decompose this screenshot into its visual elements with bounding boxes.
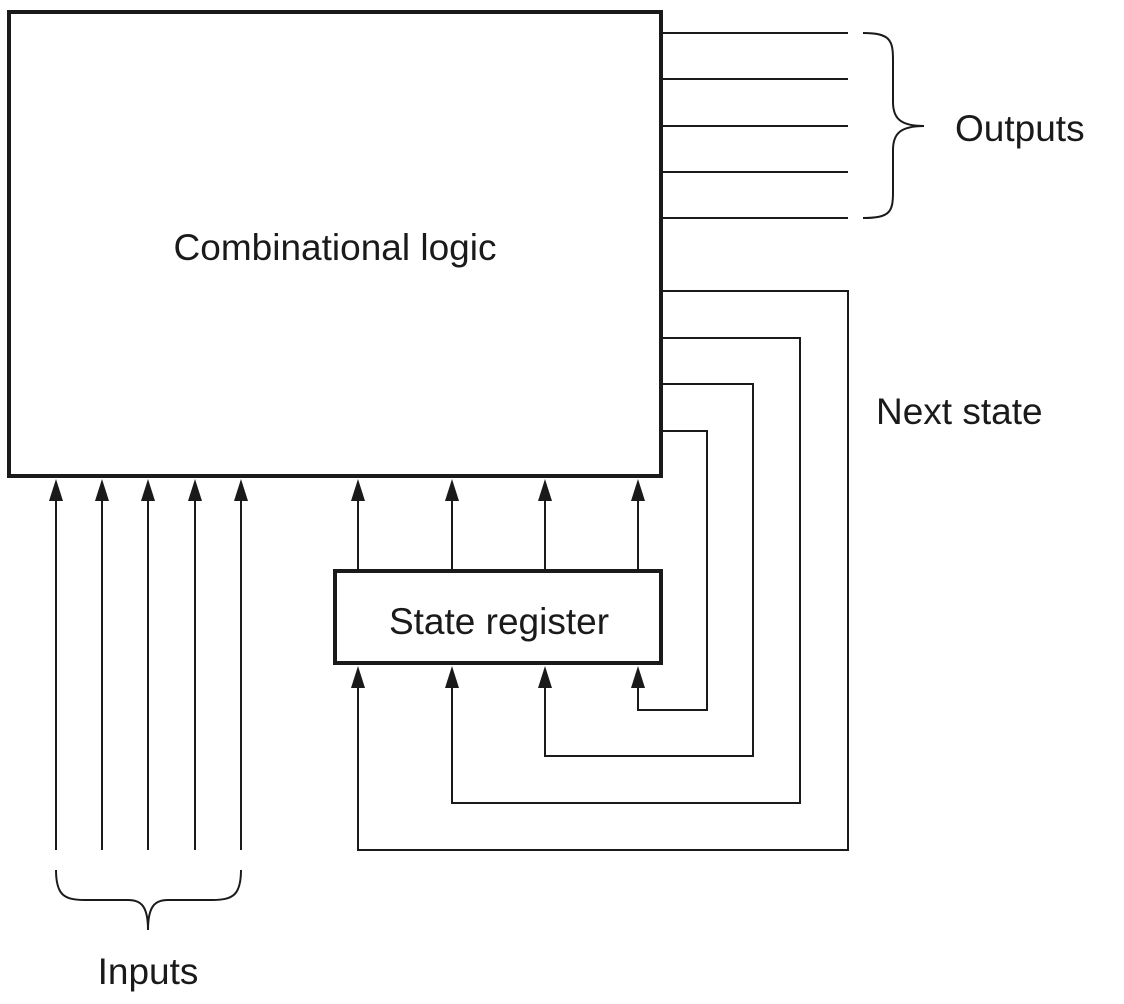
arrow-head [188,479,202,501]
outputs-label: Outputs [955,108,1085,149]
arrow-head [95,479,109,501]
outputs-brace [862,32,925,219]
arrow-head [445,479,459,501]
arrow-head [351,479,365,501]
current-state-wires [351,479,645,571]
arrow-head [538,666,552,688]
arrow-head [49,479,63,501]
inputs-label: Inputs [98,951,199,992]
state-register-block: State register [333,569,663,665]
state-register-input-arrows [351,666,645,688]
output-wires [661,32,848,219]
arrow-head [351,666,365,688]
next-state-wire [357,290,849,851]
next-state-wire [544,383,754,757]
arrow-head [234,479,248,501]
input-wires [49,479,248,850]
arrow-head [631,666,645,688]
state-register-label: State register [389,601,609,642]
arrow-head [631,479,645,501]
arrow-head [445,666,459,688]
inputs-brace [55,869,242,931]
combinational-logic-block: Combinational logic [7,10,663,478]
arrow-head [141,479,155,501]
arrow-head [538,479,552,501]
combinational-logic-label: Combinational logic [174,227,497,268]
next-state-wires [357,290,849,851]
next-state-wire [637,430,708,711]
next-state-wire [451,337,801,804]
next-state-label: Next state [876,391,1043,432]
